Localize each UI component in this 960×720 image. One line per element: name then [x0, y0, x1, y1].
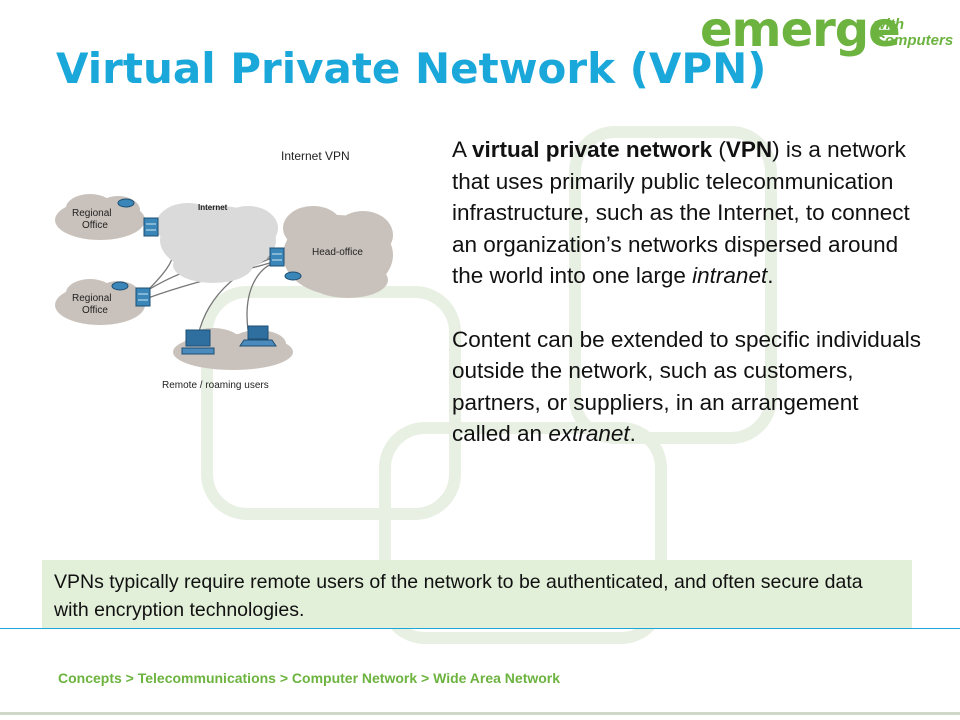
regional-2-firewall-icon [135, 287, 151, 307]
italic-term-intranet: intranet [692, 263, 768, 288]
regional-office-1-line2: Office [82, 220, 108, 231]
regional-1-router-icon [117, 198, 135, 208]
desktop-computer-icon [181, 329, 215, 355]
head-office-label: Head-office [312, 247, 363, 258]
laptop-computer-icon [239, 325, 277, 347]
divider-line [0, 628, 960, 629]
regional-office-cloud-2 [55, 279, 145, 325]
regional-office-cloud-1 [55, 194, 145, 240]
internet-label: Internet [198, 203, 228, 212]
emerge-logo: emerge with Computers [700, 2, 954, 64]
head-office-router-icon [284, 271, 302, 281]
bold-term-vpn-full: virtual private network [472, 137, 713, 162]
body-text: A virtual private network (VPN) is a net… [452, 134, 922, 482]
logo-main-text: emerge [700, 2, 901, 58]
footer-line [0, 712, 960, 715]
logo-computers-text: Computers [874, 32, 954, 49]
regional-office-2-line2: Office [82, 305, 108, 316]
italic-term-extranet: extranet [548, 421, 630, 446]
diagram-title: Internet VPN [281, 149, 350, 163]
regional-2-router-icon [111, 281, 129, 291]
callout-box: VPNs typically require remote users of t… [42, 560, 912, 628]
remote-users-label: Remote / roaming users [162, 380, 269, 391]
bold-term-vpn: VPN [725, 137, 773, 162]
breadcrumb: Concepts > Telecommunications > Computer… [58, 670, 561, 686]
vpn-network-diagram: Internet Head-office Regional Office Reg… [55, 149, 393, 391]
head-office-firewall-icon [269, 247, 285, 267]
paragraph-vpn-definition: A virtual private network (VPN) is a net… [452, 137, 910, 288]
internet-cloud [156, 203, 278, 283]
regional-office-2-line1: Regional [72, 293, 111, 304]
slide-title: Virtual Private Network (VPN) [56, 44, 767, 93]
head-office-cloud [283, 206, 393, 298]
regional-office-1-line1: Regional [72, 208, 111, 219]
paragraph-extranet: Content can be extended to specific indi… [452, 326, 922, 447]
regional-1-firewall-icon [143, 217, 159, 237]
logo-with-text: with [874, 16, 904, 33]
